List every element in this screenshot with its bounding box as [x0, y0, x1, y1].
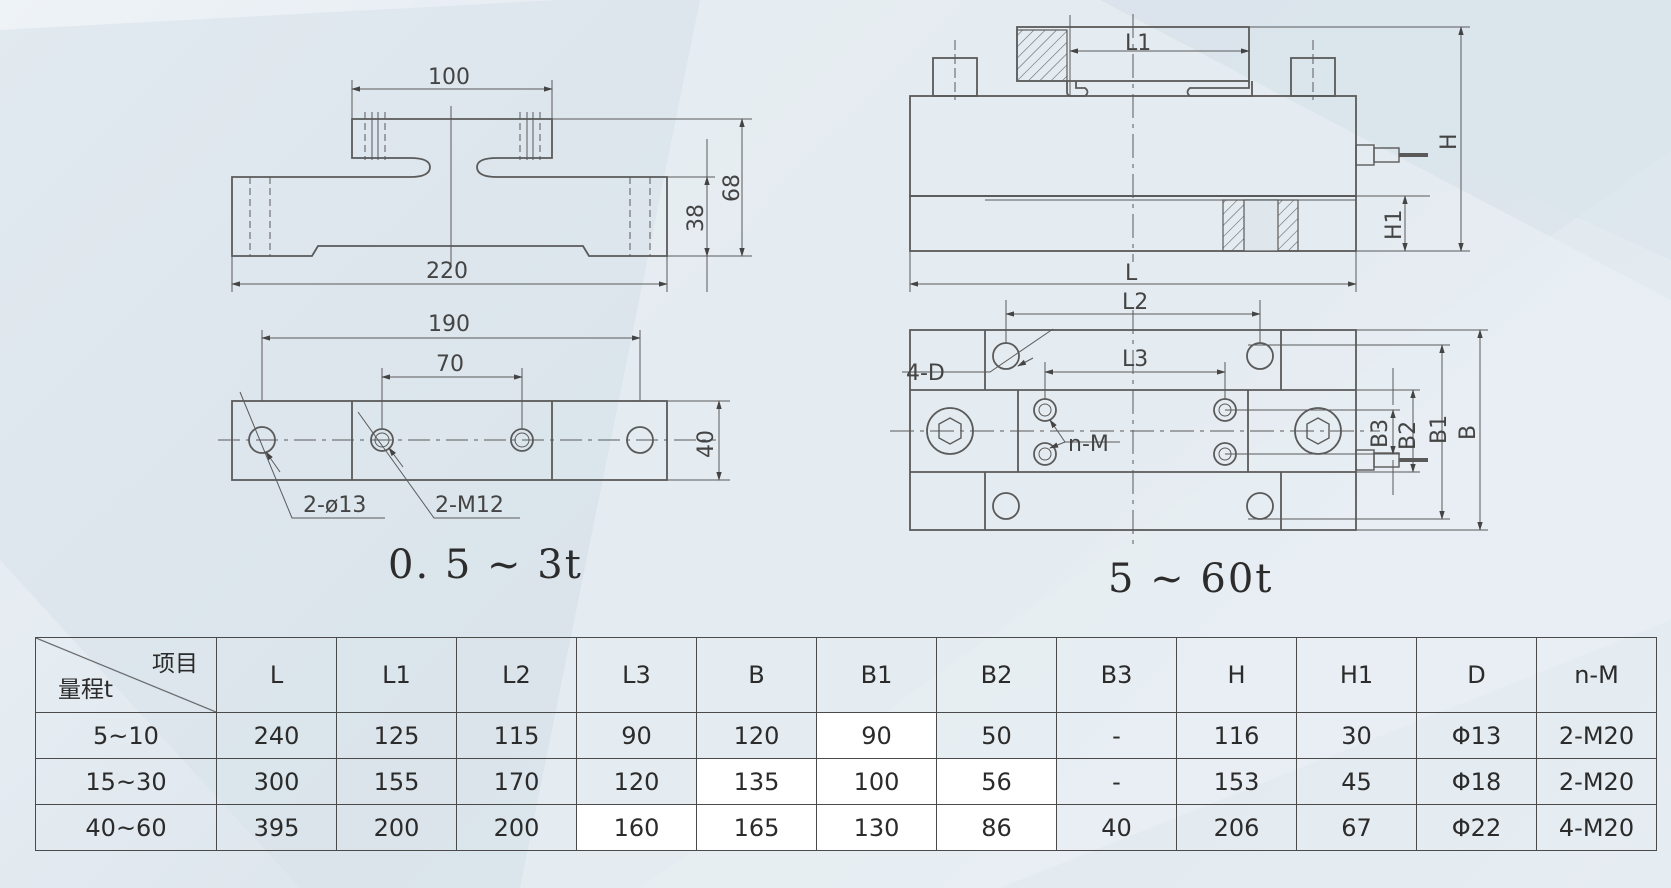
- table-row: 15~30 300 155 170 120 135 100 56 - 153 4…: [35, 758, 1657, 805]
- table-cell: 40: [1056, 804, 1177, 851]
- dim-B3: B3: [1368, 419, 1393, 448]
- range-cell: 5~10: [35, 712, 217, 759]
- table-cell: 120: [576, 758, 697, 805]
- table-cell: 2-M20: [1536, 712, 1657, 759]
- table-cell: 200: [456, 804, 577, 851]
- dim-B2: B2: [1396, 421, 1421, 450]
- spec-table: 项目 量程t L L1 L2 L3 B B1 B2 B3 H H1 D n-M …: [35, 637, 1657, 851]
- corner-cell: 项目 量程t: [35, 637, 217, 713]
- table-cell: 30: [1296, 712, 1417, 759]
- dim-H: H: [1437, 133, 1462, 150]
- table-cell: 50: [936, 712, 1057, 759]
- range-cell: 15~30: [35, 758, 217, 805]
- dim-L2: L2: [1122, 290, 1148, 315]
- table-cell: 206: [1176, 804, 1297, 851]
- col-header: L2: [456, 637, 577, 713]
- col-header: D: [1416, 637, 1537, 713]
- table-cell: Φ22: [1416, 804, 1537, 851]
- corner-range-label: 量程t: [58, 677, 114, 703]
- table-cell: 56: [936, 758, 1057, 805]
- dim-68: 68: [720, 174, 745, 202]
- table-cell: Φ18: [1416, 758, 1537, 805]
- table-cell: 86: [936, 804, 1057, 851]
- corner-item-label: 项目: [152, 651, 198, 677]
- caption-0-5-3t: 0. 5 ~ 3t: [388, 542, 583, 588]
- table-cell: 120: [696, 712, 817, 759]
- col-header: L1: [336, 637, 457, 713]
- table-cell: 153: [1176, 758, 1297, 805]
- table-cell: 90: [576, 712, 697, 759]
- table-cell: 300: [216, 758, 337, 805]
- dim-L3: L3: [1122, 347, 1148, 372]
- table-cell: 200: [336, 804, 457, 851]
- table-cell: 130: [816, 804, 937, 851]
- table-cell: -: [1056, 758, 1177, 805]
- dim-38: 38: [684, 204, 709, 232]
- table-header-row: 项目 量程t L L1 L2 L3 B B1 B2 B3 H H1 D n-M: [35, 637, 1657, 713]
- table-cell: 165: [696, 804, 817, 851]
- dim-100: 100: [428, 65, 470, 90]
- col-header: B: [696, 637, 817, 713]
- table-cell: 45: [1296, 758, 1417, 805]
- table-cell: 395: [216, 804, 337, 851]
- table-row: 5~10 240 125 115 90 120 90 50 - 116 30 Φ…: [35, 712, 1657, 759]
- label-4-D: 4-D: [906, 361, 945, 386]
- table-row: 40~60 395 200 200 160 165 130 86 40 206 …: [35, 804, 1657, 851]
- dim-70: 70: [436, 352, 464, 377]
- table-cell: 100: [816, 758, 937, 805]
- table-cell: 160: [576, 804, 697, 851]
- col-header: B1: [816, 637, 937, 713]
- table-cell: 155: [336, 758, 457, 805]
- col-header: L: [216, 637, 337, 713]
- table-cell: 2-M20: [1536, 758, 1657, 805]
- label-2-threads: 2-M12: [435, 493, 504, 518]
- col-header: H: [1176, 637, 1297, 713]
- range-cell: 40~60: [35, 804, 217, 851]
- dim-L1: L1: [1125, 31, 1151, 56]
- label-n-M: n-M: [1068, 432, 1109, 457]
- col-header: L3: [576, 637, 697, 713]
- dim-H1: H1: [1382, 209, 1407, 240]
- col-header: B3: [1056, 637, 1177, 713]
- right-side-view: [909, 14, 1470, 292]
- table-cell: 67: [1296, 804, 1417, 851]
- table-cell: 4-M20: [1536, 804, 1657, 851]
- technical-drawing: 100 220 38 68 190 70: [218, 14, 1488, 545]
- col-header: H1: [1296, 637, 1417, 713]
- table-cell: 170: [456, 758, 577, 805]
- table-cell: 240: [216, 712, 337, 759]
- left-side-view: [231, 80, 752, 292]
- dim-L: L: [1125, 261, 1138, 286]
- dim-B: B: [1456, 425, 1481, 440]
- caption-5-60t: 5 ~ 60t: [1108, 556, 1274, 602]
- table-cell: 90: [816, 712, 937, 759]
- table-cell: 125: [336, 712, 457, 759]
- right-top-view: [890, 300, 1488, 545]
- label-2-holes: 2-ø13: [303, 493, 366, 518]
- col-header: B2: [936, 637, 1057, 713]
- table-cell: Φ13: [1416, 712, 1537, 759]
- dim-220: 220: [426, 259, 468, 284]
- table-cell: 116: [1176, 712, 1297, 759]
- dim-40: 40: [694, 430, 719, 458]
- dim-190: 190: [428, 312, 470, 337]
- table-cell: 115: [456, 712, 577, 759]
- table-cell: -: [1056, 712, 1177, 759]
- dim-B1: B1: [1427, 415, 1452, 444]
- left-top-view: [218, 330, 730, 519]
- col-header: n-M: [1536, 637, 1657, 713]
- table-cell: 135: [696, 758, 817, 805]
